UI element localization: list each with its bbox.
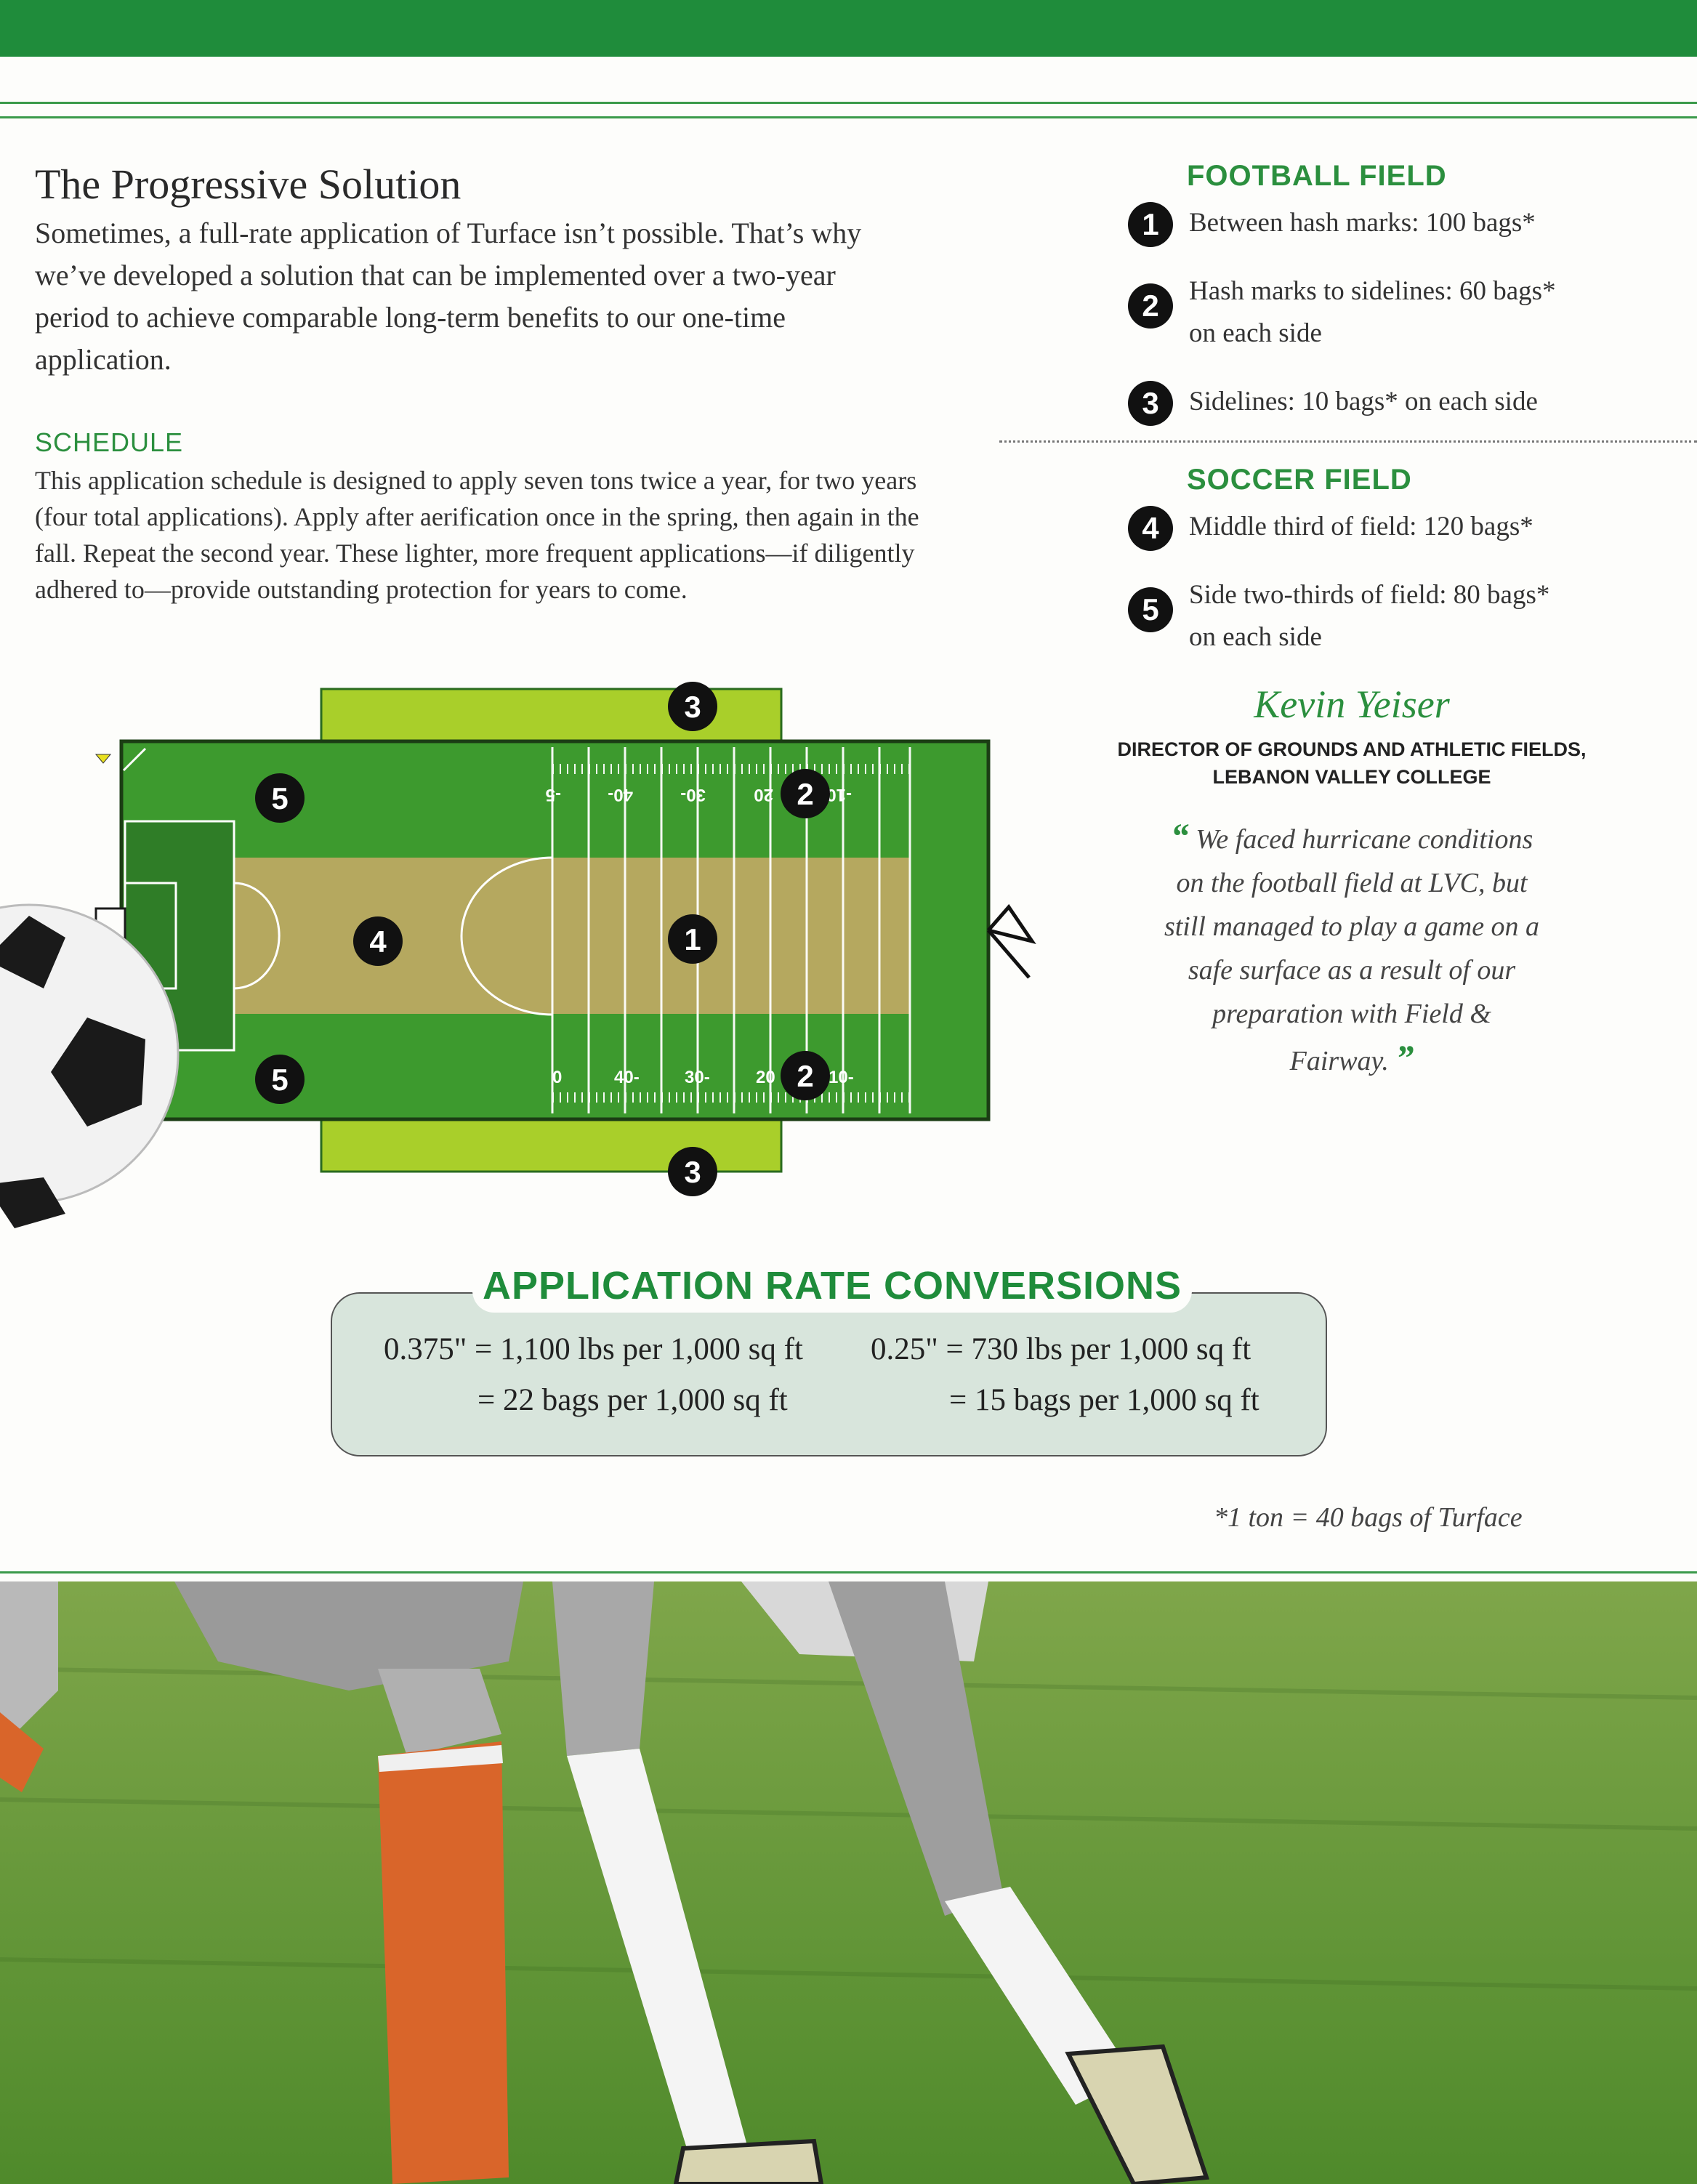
players-photo	[0, 1581, 1697, 2184]
soccer-item-5-text: Side two-thirds of field: 80 bags*	[1189, 580, 1550, 610]
football-item-2-text-line2: on each side	[1189, 318, 1322, 348]
diagram-label-1: 1	[684, 922, 701, 956]
soccer-item-4-text: Middle third of field: 120 bags*	[1189, 512, 1533, 541]
diagram-badge-2-bottom	[781, 1051, 830, 1100]
diagram-label-3-bottom: 3	[684, 1155, 701, 1189]
diagram-badge-3-bottom	[668, 1147, 717, 1196]
football-item-1: 1 Between hash marks: 100 bags*	[1128, 202, 1536, 247]
diagram-label-4: 4	[369, 924, 387, 959]
yard-number-top-3: 30-	[680, 785, 706, 805]
close-quote-mark: ”	[1395, 1037, 1414, 1078]
footnote: *1 ton = 40 bags of Turface	[1214, 1502, 1523, 1533]
field-diagram: -5 40- 30- 20 -10 0 40- 30- 20 10- 3 3 5…	[0, 682, 1036, 1228]
soccer-item-4: 4 Middle third of field: 120 bags*	[1128, 506, 1533, 551]
testimonial-title: DIRECTOR OF GROUNDS AND ATHLETIC FIELDS,…	[1097, 736, 1606, 791]
soccer-ball-image	[0, 903, 180, 1228]
conversions-panel	[331, 1292, 1327, 1456]
corner-flag	[94, 754, 112, 764]
football-item-2-text: Hash marks to sidelines: 60 bags*	[1189, 276, 1556, 306]
testimonial-title-line1: DIRECTOR OF GROUNDS AND ATHLETIC FIELDS,	[1117, 738, 1587, 760]
number-badge-3: 3	[1128, 381, 1173, 426]
diagram-label-5-bottom: 5	[271, 1063, 288, 1097]
soccer-item-5: 5 Side two-thirds of field: 80 bags* on …	[1128, 574, 1549, 658]
conversion-right-line1: 0.25" = 730 lbs per 1,000 sq ft	[871, 1332, 1251, 1366]
number-badge-1: 1	[1128, 202, 1173, 247]
diagram-badge-3-top	[668, 682, 717, 731]
diagram-label-5-top: 5	[271, 781, 288, 815]
top-rule-1	[0, 102, 1697, 104]
conversion-left-line1: 0.375" = 1,100 lbs per 1,000 sq ft	[384, 1332, 803, 1366]
diagram-badge-2-top	[781, 769, 830, 818]
football-heading: FOOTBALL FIELD	[1187, 160, 1447, 192]
diagram-label-2-bottom: 2	[797, 1059, 813, 1093]
yard-number-bottom-1: 0	[552, 1068, 562, 1087]
yard-number-bottom-5: 10-	[829, 1068, 854, 1087]
soccer-heading: SOCCER FIELD	[1187, 464, 1412, 496]
yard-number-top-5: -10	[826, 785, 852, 805]
page-title: The Progressive Solution	[35, 161, 461, 208]
testimonial-title-line2: LEBANON VALLEY COLLEGE	[1212, 766, 1491, 788]
number-badge-5: 5	[1128, 587, 1173, 632]
open-quote-mark: “	[1170, 815, 1189, 856]
number-badge-2: 2	[1128, 283, 1173, 329]
diagram-badge-1	[668, 914, 717, 964]
conversions-title-tab	[472, 1265, 1192, 1313]
testimonial-quote: “ We faced hurricane conditions on the f…	[1163, 814, 1541, 1083]
soccer-item-5-text-line2: on each side	[1189, 622, 1322, 652]
diagram-badge-4	[353, 916, 403, 966]
intro-paragraph: Sometimes, a full-rate application of Tu…	[35, 217, 862, 376]
football-item-3: 3 Sidelines: 10 bags* on each side	[1128, 381, 1538, 426]
conversions-title: APPLICATION RATE CONVERSIONS	[482, 1264, 1182, 1307]
goal-post	[987, 903, 1036, 979]
top-color-band	[0, 0, 1697, 57]
schedule-paragraph: This application schedule is designed to…	[35, 466, 919, 604]
center-strip	[234, 858, 910, 1014]
diagram-badge-5-bottom	[255, 1055, 305, 1104]
top-rule-2	[0, 116, 1697, 118]
testimonial-name: Kevin Yeiser	[1254, 682, 1450, 726]
yard-number-top-2: 40-	[608, 785, 633, 805]
quote-text: We faced hurricane conditions on the foo…	[1164, 824, 1540, 1076]
yard-number-bottom-2: 40-	[614, 1068, 640, 1087]
diagram-label-3-top: 3	[684, 690, 701, 724]
diagram-badge-5-top	[255, 773, 305, 823]
yard-number-top-1: -5	[546, 785, 561, 805]
yard-number-top-4: 20	[754, 785, 773, 805]
football-item-3-text: Sidelines: 10 bags* on each side	[1189, 387, 1538, 416]
bottom-rule	[0, 1571, 1697, 1573]
diagram-label-2-top: 2	[797, 777, 813, 811]
football-item-2: 2 Hash marks to sidelines: 60 bags* on e…	[1128, 270, 1556, 355]
number-badge-4: 4	[1128, 506, 1173, 551]
conversion-right-line2: = 15 bags per 1,000 sq ft	[949, 1383, 1259, 1417]
schedule-heading: SCHEDULE	[35, 427, 184, 457]
football-item-1-text: Between hash marks: 100 bags*	[1189, 208, 1536, 238]
yard-number-bottom-3: 30-	[685, 1068, 710, 1087]
section-divider	[999, 440, 1697, 443]
conversion-left-line2: = 22 bags per 1,000 sq ft	[477, 1383, 788, 1417]
yard-number-bottom-4: 20	[756, 1068, 775, 1087]
